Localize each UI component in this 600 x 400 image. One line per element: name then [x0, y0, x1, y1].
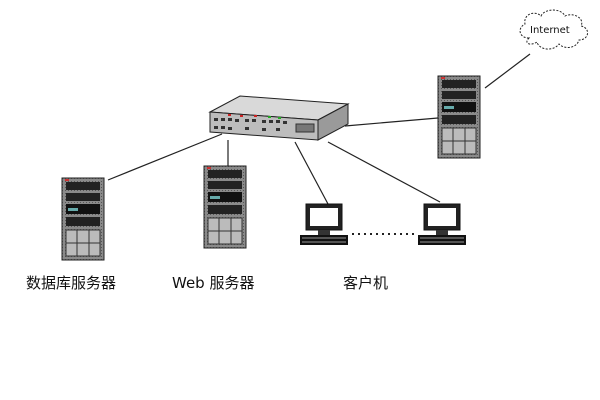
link-switch-gateway: [344, 117, 439, 127]
switch-icon: [208, 95, 350, 141]
client-pc-icon: [299, 203, 349, 246]
link-switch-client1: [294, 141, 329, 205]
link-switch-client2: [327, 141, 441, 203]
link-gateway-internet: [484, 53, 531, 89]
web-server-icon: [203, 165, 247, 249]
link-switch-db: [107, 133, 223, 181]
client-pc-icon: [417, 203, 467, 246]
database-server-icon: [61, 177, 105, 261]
connection-lines: [107, 53, 531, 205]
db-server-label: 数据库服务器: [26, 274, 117, 292]
internet-label: Internet: [530, 25, 570, 36]
clients-label: 客户机: [343, 274, 389, 292]
cloud-icon: [519, 9, 588, 50]
gateway-server-icon: [437, 75, 481, 159]
web-server-label: Web 服务器: [172, 274, 255, 292]
